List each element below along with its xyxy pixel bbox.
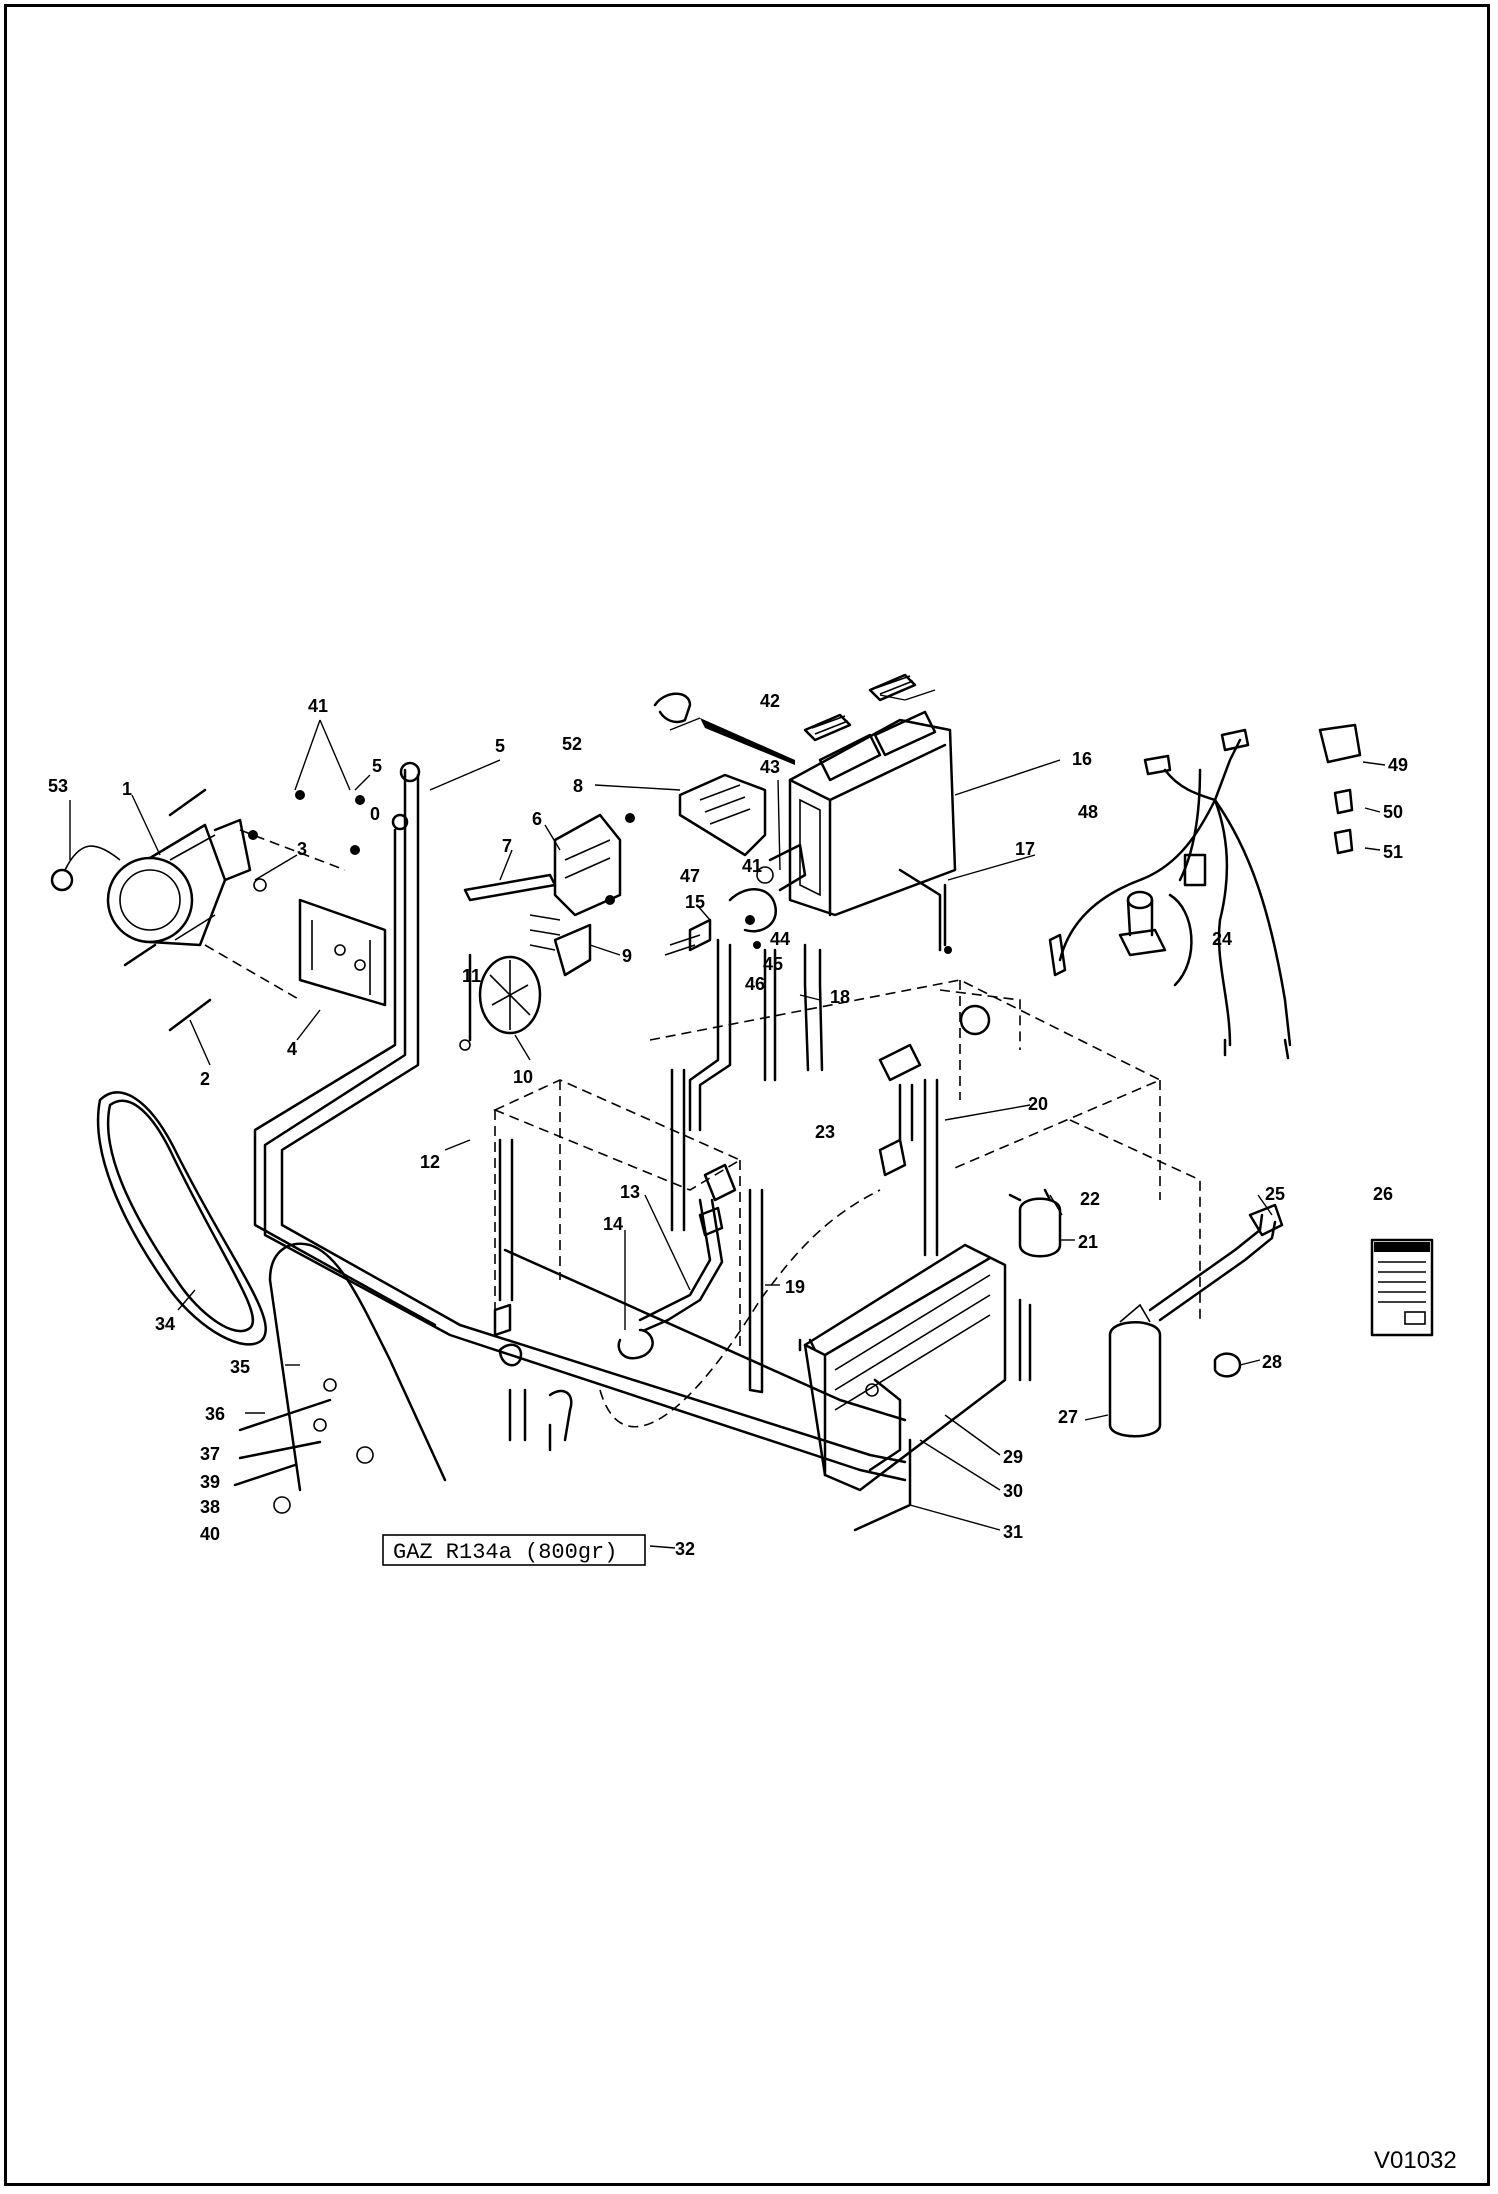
mount-bracket-17 xyxy=(898,868,952,954)
sheet-id: V01032 xyxy=(1374,2147,1457,2174)
callout-14: 14 xyxy=(603,1214,623,1234)
expansion-valve-group xyxy=(664,843,807,956)
callout-labels: 1 2 3 4 5 5 0 6 7 8 9 10 11 12 13 14 15 … xyxy=(48,691,1408,1559)
callout-52: 52 xyxy=(562,734,582,754)
callout-45: 45 xyxy=(763,954,783,974)
callout-18: 18 xyxy=(830,987,850,1007)
callout-41-valve: 41 xyxy=(742,856,762,876)
relay-49 xyxy=(1318,723,1362,764)
callout-44: 44 xyxy=(770,929,790,949)
callout-15: 15 xyxy=(685,892,705,912)
callout-28: 28 xyxy=(1262,1352,1282,1372)
tensioner-hardware xyxy=(233,1378,374,1514)
condenser-pipes xyxy=(853,1378,912,1532)
callout-5-top: 5 xyxy=(495,736,505,756)
decal-26 xyxy=(1370,1238,1434,1337)
callout-41-top: 41 xyxy=(308,696,328,716)
switch-24 xyxy=(1118,890,1193,987)
callout-17: 17 xyxy=(1015,839,1035,859)
callout-49: 49 xyxy=(1388,755,1408,775)
gas-charge-label: GAZ R134a (800gr) xyxy=(382,1534,646,1566)
pulley-arc xyxy=(268,1242,447,1492)
washer-mark: 0 xyxy=(370,804,380,824)
callout-6: 6 xyxy=(532,809,542,829)
callout-47: 47 xyxy=(680,866,700,886)
mount-brackets xyxy=(498,1068,939,1394)
callout-3: 3 xyxy=(297,839,307,859)
callout-31: 31 xyxy=(1003,1522,1023,1542)
condenser xyxy=(798,1243,1007,1492)
gas-charge-text: GAZ R134a (800gr) xyxy=(393,1540,617,1565)
callout-24: 24 xyxy=(1212,929,1232,949)
callout-26: 26 xyxy=(1373,1184,1393,1204)
fuses-50-51 xyxy=(1333,788,1354,855)
callout-19: 19 xyxy=(785,1277,805,1297)
callout-23: 23 xyxy=(815,1122,835,1142)
callout-12: 12 xyxy=(420,1152,440,1172)
cap-28 xyxy=(1213,1352,1242,1378)
callout-48: 48 xyxy=(1078,802,1098,822)
callout-38: 38 xyxy=(200,1497,220,1517)
leader-lines xyxy=(69,689,1386,1549)
callout-8: 8 xyxy=(573,776,583,796)
compressor xyxy=(50,818,252,947)
callout-40: 40 xyxy=(200,1524,220,1544)
page-frame xyxy=(4,4,1490,2186)
callout-16: 16 xyxy=(1072,749,1092,769)
callout-9: 9 xyxy=(622,946,632,966)
callout-34: 34 xyxy=(155,1314,175,1334)
callout-53: 53 xyxy=(48,776,68,796)
clip-52 xyxy=(653,692,795,765)
callout-46: 46 xyxy=(745,974,765,994)
drive-belt xyxy=(96,1091,267,1346)
callout-51: 51 xyxy=(1383,842,1403,862)
callout-22: 22 xyxy=(1080,1189,1100,1209)
receiver-drier xyxy=(1108,1303,1162,1438)
receiver-bracket-21 xyxy=(1008,1188,1062,1382)
callout-30: 30 xyxy=(1003,1481,1023,1501)
evaporator-unit xyxy=(788,710,957,917)
callout-32: 32 xyxy=(675,1539,695,1559)
drain-pipe-18 xyxy=(803,943,824,1072)
relay-box xyxy=(463,813,635,917)
bolts-2 xyxy=(123,788,365,1032)
callout-11: 11 xyxy=(462,966,481,986)
callout-43: 43 xyxy=(760,757,780,777)
compressor-hoses xyxy=(253,761,907,1482)
callout-2: 2 xyxy=(200,1069,210,1089)
vent-grilles-42 xyxy=(803,673,917,742)
callout-50: 50 xyxy=(1383,802,1403,822)
callout-35: 35 xyxy=(230,1357,250,1377)
valve-pipes xyxy=(688,938,777,1132)
frame-outline xyxy=(492,979,1201,1428)
hose-25 xyxy=(1148,1203,1284,1322)
callout-7: 7 xyxy=(502,836,512,856)
callout-21: 21 xyxy=(1078,1232,1098,1252)
blower-unit xyxy=(678,773,767,857)
callout-39: 39 xyxy=(200,1472,220,1492)
callout-42: 42 xyxy=(760,691,780,711)
callout-1: 1 xyxy=(122,779,132,799)
wiring-harness xyxy=(1048,728,1292,1060)
callout-13: 13 xyxy=(620,1182,640,1202)
callout-20: 20 xyxy=(1028,1094,1048,1114)
callout-27: 27 xyxy=(1058,1407,1078,1427)
callout-36: 36 xyxy=(205,1404,225,1424)
callout-4: 4 xyxy=(287,1039,297,1059)
hose-fittings xyxy=(493,1163,737,1452)
callout-10: 10 xyxy=(513,1067,533,1087)
callout-37: 37 xyxy=(200,1444,220,1464)
mount-bracket-9 xyxy=(529,895,615,977)
callout-5-left: 5 xyxy=(372,756,382,776)
callout-29: 29 xyxy=(1003,1447,1023,1467)
valve-fittings-23 xyxy=(878,1004,991,1177)
callout-25: 25 xyxy=(1265,1184,1285,1204)
